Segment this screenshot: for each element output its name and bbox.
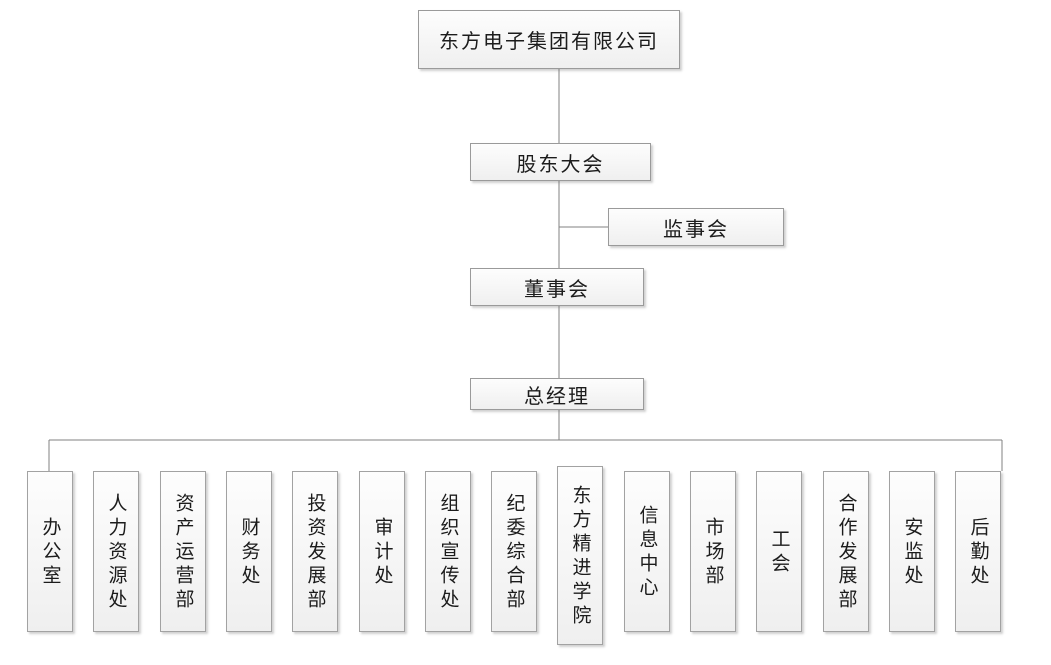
node-label: 总经理	[524, 385, 590, 408]
node-label: 财务处	[238, 516, 260, 589]
node-label: 审计处	[371, 516, 393, 589]
node-department-10[interactable]: 市场部	[690, 471, 736, 632]
node-shareholders-meeting[interactable]: 股东大会	[470, 143, 651, 181]
node-board-of-directors[interactable]: 董事会	[470, 268, 644, 306]
node-department-9[interactable]: 信息中心	[624, 471, 670, 632]
node-department-14[interactable]: 后勤处	[955, 471, 1001, 632]
node-label: 人力资源处	[105, 492, 127, 613]
node-department-0[interactable]: 办公室	[27, 471, 73, 632]
node-label: 东方电子集团有限公司	[439, 31, 659, 53]
node-label: 股东大会	[516, 153, 605, 176]
node-label: 组织宣传处	[437, 492, 459, 613]
node-department-3[interactable]: 财务处	[226, 471, 272, 632]
node-label: 董事会	[524, 278, 590, 301]
node-label: 市场部	[702, 516, 724, 589]
node-department-1[interactable]: 人力资源处	[93, 471, 139, 632]
node-department-6[interactable]: 组织宣传处	[425, 471, 471, 632]
node-label: 合作发展部	[835, 492, 857, 613]
node-department-13[interactable]: 安监处	[889, 471, 935, 632]
node-department-12[interactable]: 合作发展部	[823, 471, 869, 632]
node-label: 监事会	[663, 218, 729, 241]
node-board-of-supervisors[interactable]: 监事会	[608, 208, 784, 246]
node-label: 纪委综合部	[503, 492, 525, 613]
node-department-5[interactable]: 审计处	[359, 471, 405, 632]
node-label: 资产运营部	[172, 492, 194, 613]
node-department-11[interactable]: 工会	[756, 471, 802, 632]
node-label: 信息中心	[636, 504, 658, 601]
node-label: 东方精进学院	[569, 484, 591, 629]
node-general-manager[interactable]: 总经理	[470, 378, 644, 410]
node-label: 后勤处	[967, 516, 989, 589]
node-department-7[interactable]: 纪委综合部	[491, 471, 537, 632]
node-label: 办公室	[39, 516, 61, 589]
node-department-4[interactable]: 投资发展部	[292, 471, 338, 632]
node-label: 安监处	[901, 516, 923, 589]
node-company-root[interactable]: 东方电子集团有限公司	[418, 10, 680, 69]
node-department-8[interactable]: 东方精进学院	[557, 466, 603, 645]
node-label: 工会	[768, 528, 790, 577]
node-department-2[interactable]: 资产运营部	[160, 471, 206, 632]
node-label: 投资发展部	[304, 492, 326, 613]
